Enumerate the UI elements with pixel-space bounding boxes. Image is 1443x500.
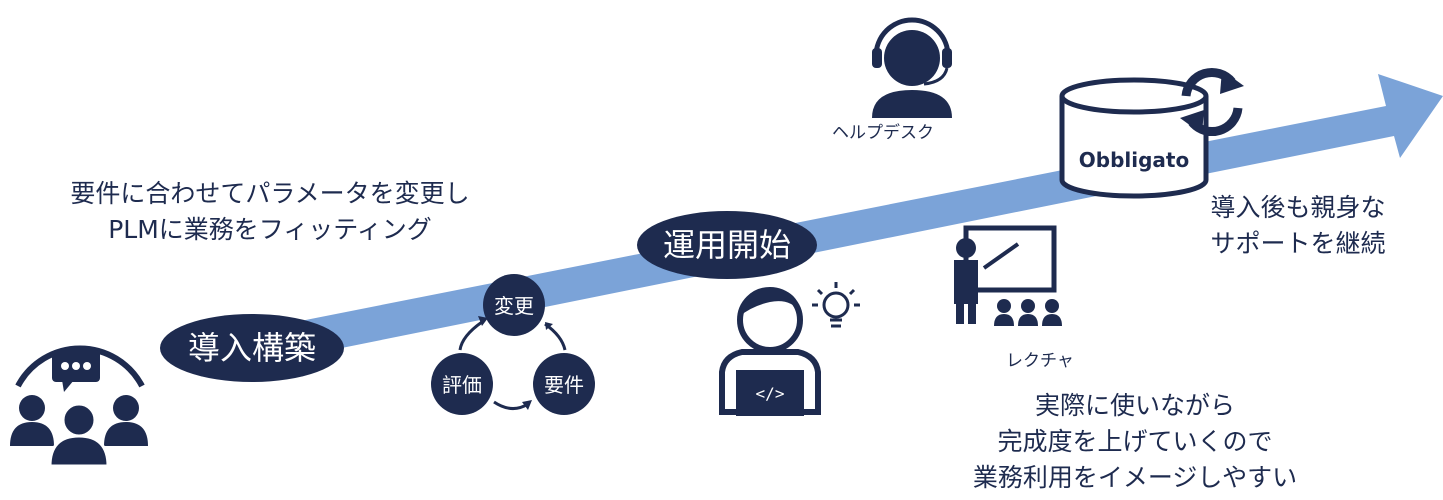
phase-setup-label: 導入構築 [188, 329, 316, 367]
product-label: Obbligato [1079, 148, 1189, 172]
progress-arrow [255, 74, 1443, 364]
cycle-requirement-label: 要件 [544, 373, 584, 397]
code-symbol-label: </> [756, 384, 785, 403]
team-chat-icon [10, 345, 148, 468]
support-description: 導入後も親身な サポートを継続 [1168, 190, 1428, 262]
support-line-1: 導入後も親身な [1210, 193, 1386, 222]
cycle-diagram: 変更 評価 要件 [431, 274, 595, 415]
usage-line-1: 実際に使いながら [1034, 391, 1235, 420]
fitting-description: 要件に合わせてパラメータを変更し PLMに業務をフィッティング [0, 176, 540, 248]
headset-operator-icon [872, 17, 952, 118]
sync-arrows-icon [1180, 68, 1244, 136]
helpdesk-label: ヘルプデスク [832, 123, 934, 143]
usage-description: 実際に使いながら 完成度を上げていくので 業務利用をイメージしやすい [950, 388, 1320, 496]
cycle-change-label: 変更 [494, 294, 534, 318]
lightbulb-icon [812, 282, 860, 328]
phase-setup-pill: 導入構築 [160, 314, 344, 382]
usage-line-2: 完成度を上げていくので [997, 427, 1273, 456]
phase-operation-pill: 運用開始 [637, 211, 817, 279]
cycle-evaluate-label: 評価 [442, 373, 482, 397]
fitting-line-2: PLMに業務をフィッティング [108, 215, 432, 244]
cycle-node-change [483, 274, 545, 336]
usage-line-3: 業務利用をイメージしやすい [972, 463, 1298, 492]
support-line-2: サポートを継続 [1210, 229, 1386, 258]
cycle-node-evaluate [431, 353, 493, 415]
cycle-arrow-left [458, 320, 483, 351]
phase-operation-label: 運用開始 [663, 226, 791, 264]
developer-idea-icon: </> [719, 282, 860, 416]
cycle-node-requirement [533, 353, 595, 415]
presentation-icon [954, 225, 1062, 326]
database-sync-icon: Obbligato [1059, 68, 1244, 199]
lecture-label: レクチャ [1006, 351, 1074, 371]
fitting-line-1: 要件に合わせてパラメータを変更し [70, 179, 470, 208]
